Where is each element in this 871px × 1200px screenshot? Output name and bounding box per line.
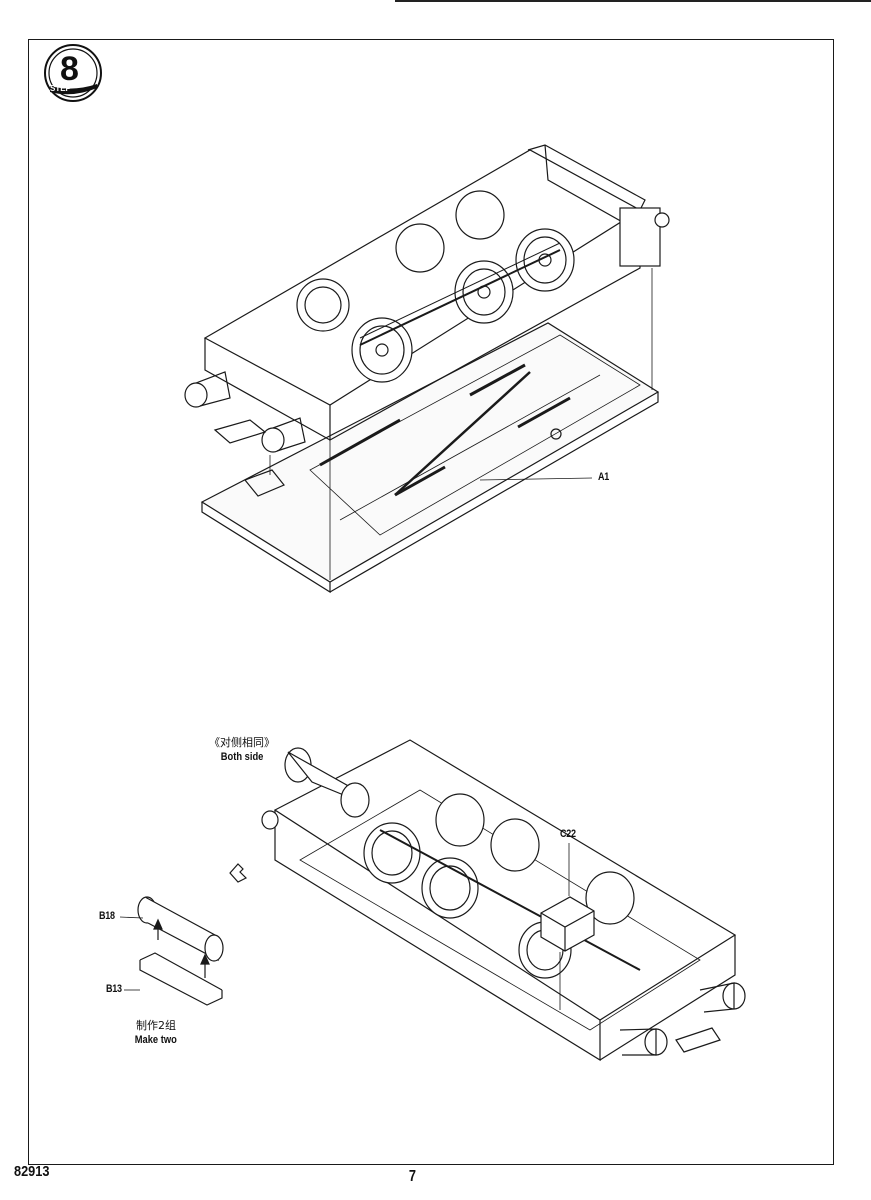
page-top-rule (395, 0, 871, 2)
part-label-b13: B13 (106, 983, 122, 995)
both-side-note-zh: 《对侧相同》 (209, 736, 275, 749)
part-label-a1: A1 (598, 471, 610, 483)
step-badge (44, 44, 102, 102)
step-number: 8 (60, 50, 79, 88)
both-side-note-en: Both side (220, 751, 264, 763)
lower-chassis-drawing (229, 739, 746, 1062)
part-label-c22: C22 (560, 828, 576, 840)
page-frame (28, 39, 834, 1165)
both-side-note: 《对侧相同》 Both side (200, 735, 284, 765)
page-number: 7 (408, 1168, 417, 1185)
part-label-b18: B18 (99, 910, 115, 922)
subassembly-drawing (119, 896, 224, 1006)
step-label: STEP (50, 84, 71, 93)
make-two-note-zh: 制作2组 (136, 1019, 176, 1032)
make-two-note-en: Make two (134, 1034, 178, 1046)
upper-chassis-drawing (184, 144, 670, 594)
product-code: 82913 (14, 1163, 50, 1180)
make-two-note: 制作2组 Make two (116, 1018, 196, 1048)
